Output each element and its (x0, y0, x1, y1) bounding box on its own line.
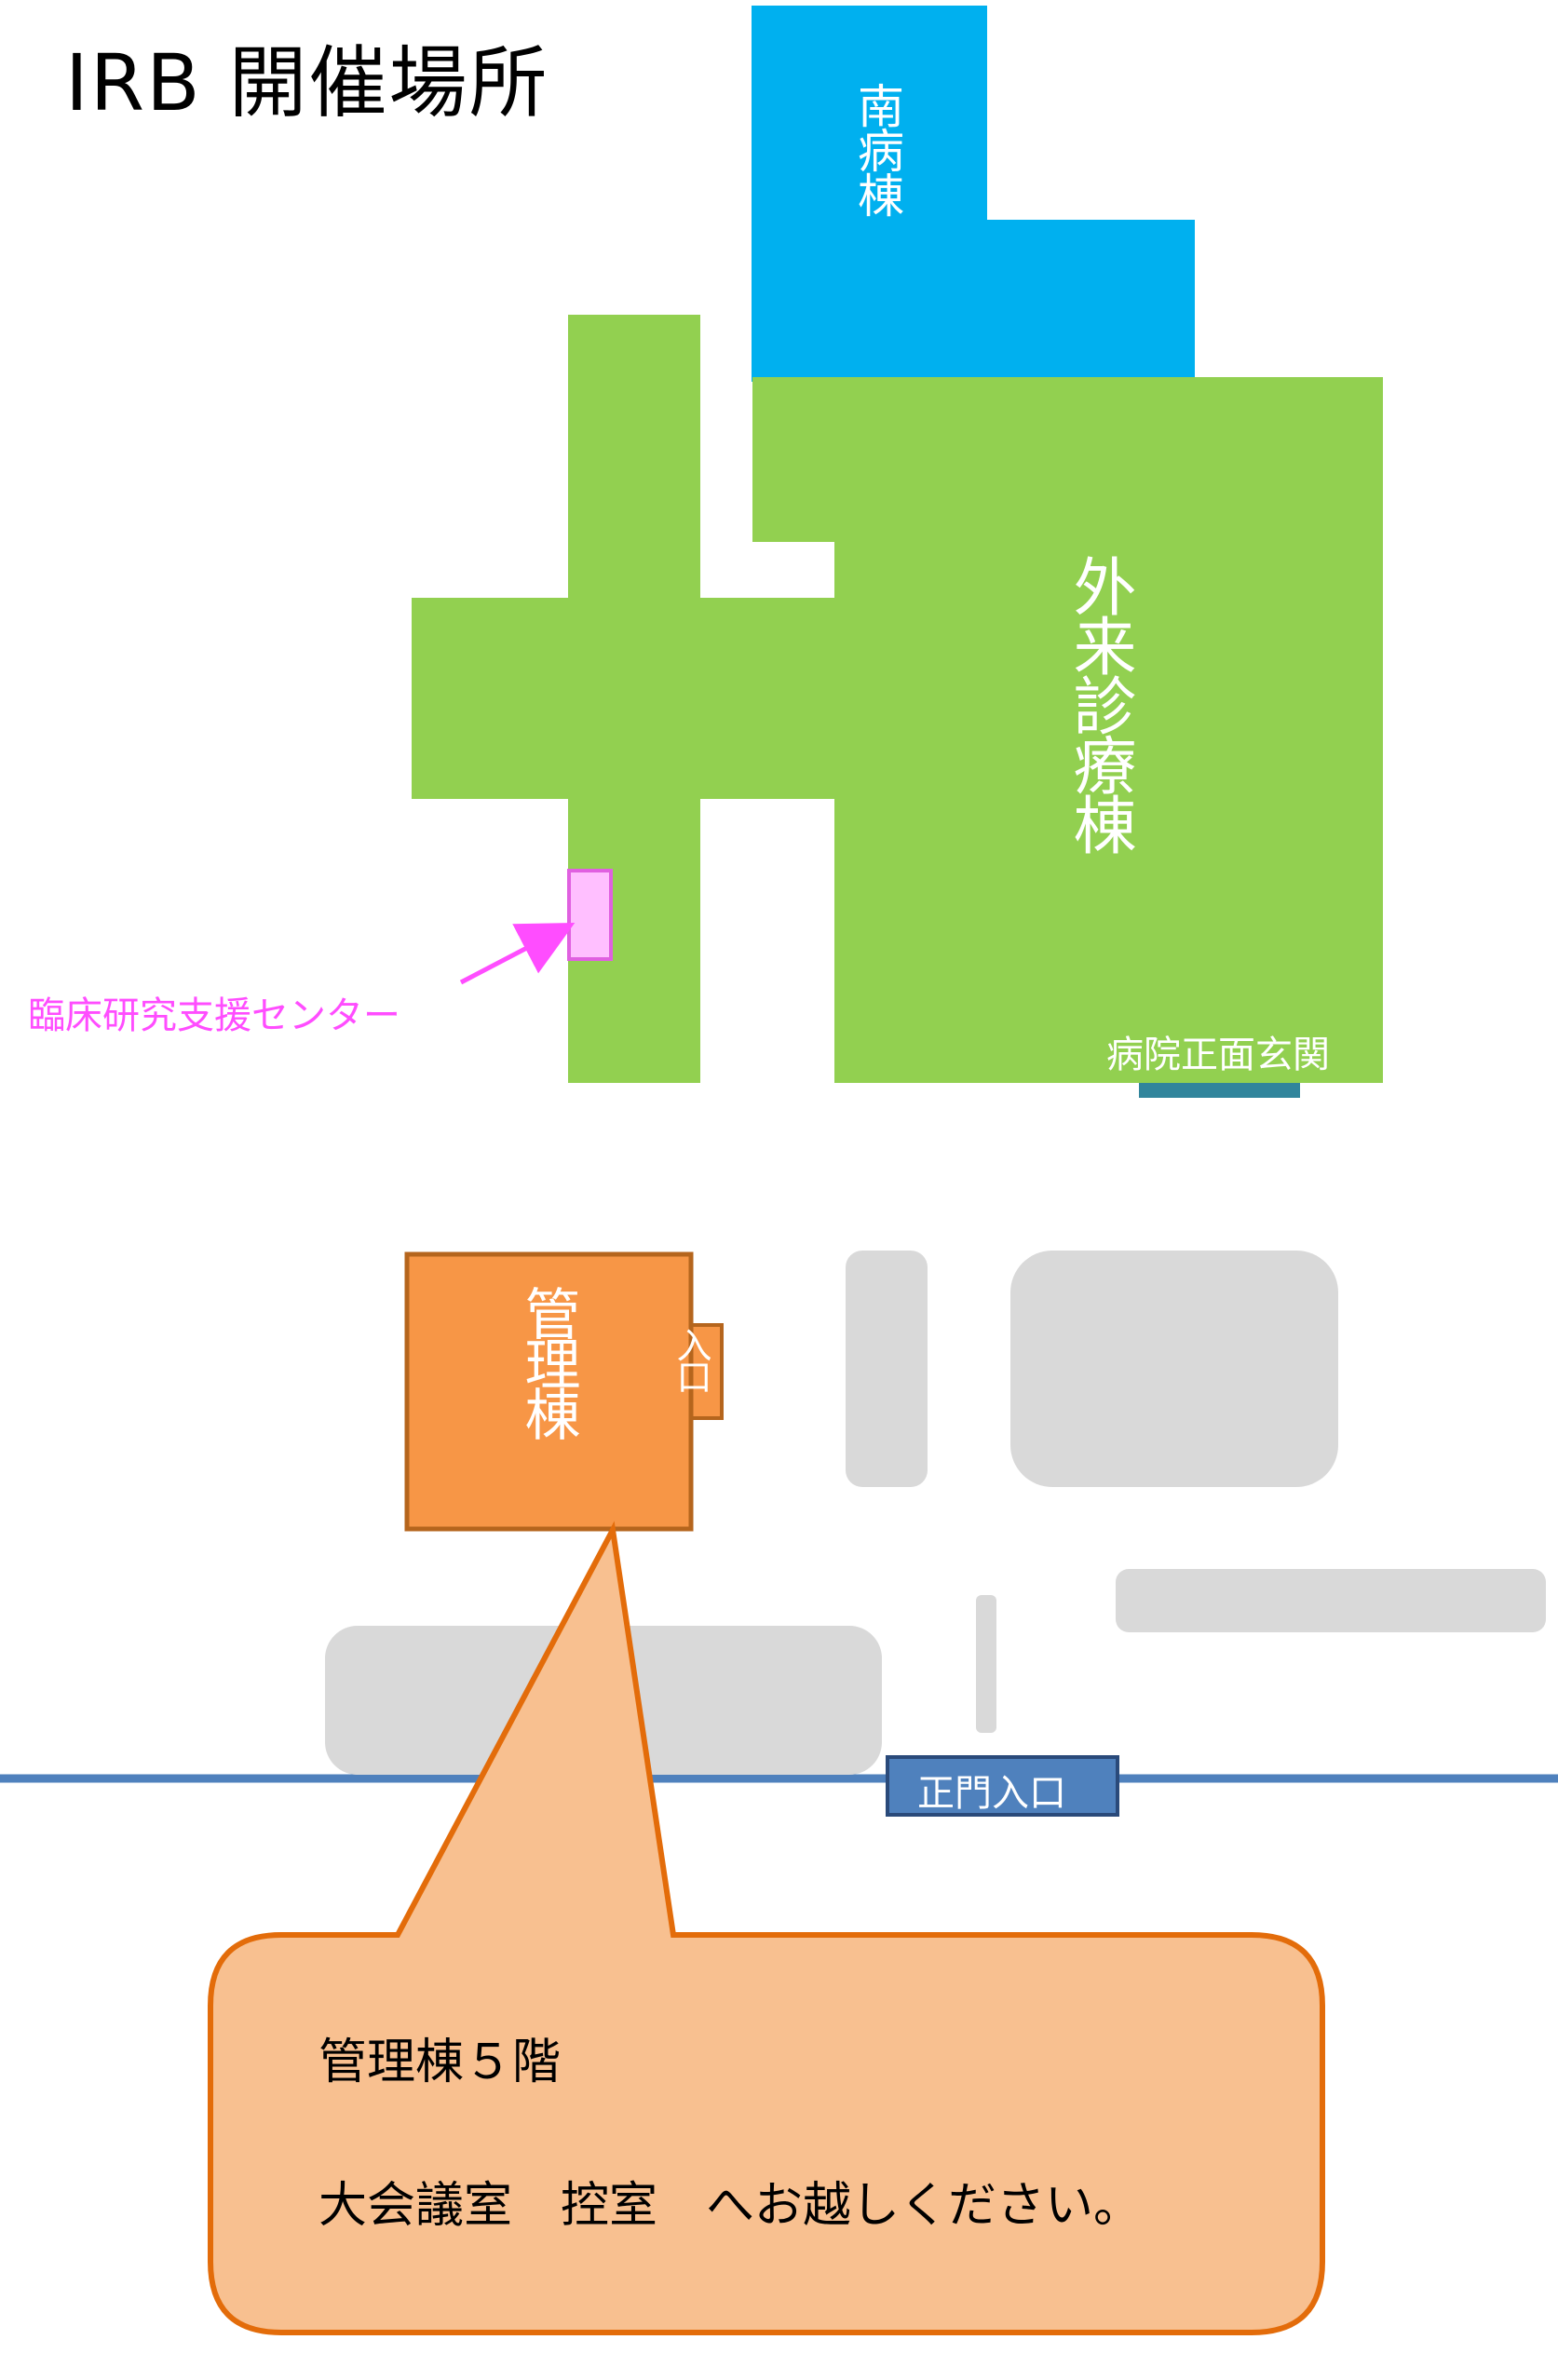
admin-entrance (687, 1323, 724, 1420)
south-ward-building (752, 6, 1195, 382)
outpatient-building (412, 315, 1383, 1083)
south-ward-label: 南病棟 (850, 82, 904, 216)
parking-area (1010, 1251, 1338, 1487)
callout-floor-text: 管理棟５階 (318, 2035, 562, 2090)
parking-area (976, 1595, 996, 1733)
page-title: IRB 開催場所 (65, 37, 549, 128)
parking-area (846, 1251, 928, 1487)
parking-area (1116, 1569, 1546, 1632)
outpatient-label: 外来診療棟 (1062, 554, 1135, 852)
hospital-main-entrance-label: 病院正面玄関 (1106, 1034, 1330, 1076)
clinical-research-center-label: 臨床研究支援センター (28, 994, 400, 1037)
main-gate-label: 正門入口 (917, 1772, 1066, 1815)
admin-building-label: 管理棟 (515, 1285, 580, 1436)
hospital-entrance-bar (1139, 1083, 1300, 1098)
callout-bubble (208, 1521, 1325, 2335)
callout-room-text: 大会議室 控室 へお越しください。 (318, 2178, 1143, 2234)
admin-entrance-label: 入口 (671, 1327, 711, 1390)
clinical-research-center (567, 869, 613, 961)
arrow-icon (459, 923, 576, 985)
admin-building (404, 1251, 694, 1532)
main-gate (886, 1755, 1119, 1817)
